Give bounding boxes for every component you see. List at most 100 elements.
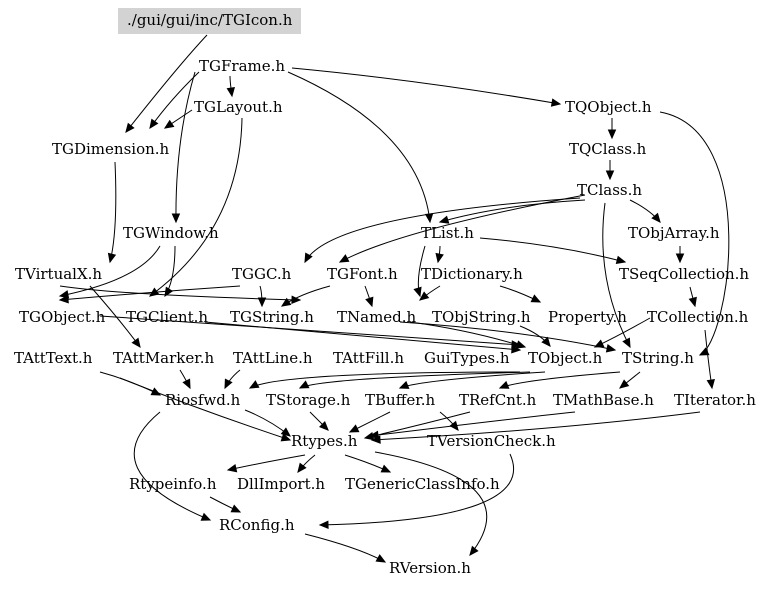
arrowhead-riosfwd-rconfig (200, 512, 212, 521)
node-tgclient[interactable]: TGClient.h (126, 308, 209, 326)
node-tstorage[interactable]: TStorage.h (266, 391, 351, 409)
node-tqclass[interactable]: TQClass.h (569, 140, 647, 158)
arrowhead-tglayout-tgdimension (163, 119, 175, 129)
arrowhead-tstring-trefcnt (498, 380, 510, 389)
node-tgdimension[interactable]: TGDimension.h (52, 140, 170, 158)
node-tbuffer[interactable]: TBuffer.h (365, 391, 436, 409)
node-tgenericclassinfo[interactable]: TGenericClassInfo.h (345, 475, 500, 493)
arrowhead-tattmarker-riosfwd (182, 378, 191, 390)
arrowhead-tgframe-tqobject (550, 98, 562, 107)
node-riosfwd[interactable]: Riosfwd.h (165, 391, 241, 409)
node-tattfill[interactable]: TAttFill.h (333, 349, 405, 367)
arrowhead-tclass-tgfont (338, 254, 350, 263)
node-tobject[interactable]: TObject.h (528, 349, 603, 367)
arrowhead-tgframe-tglayout (226, 86, 235, 98)
edge-tatttext-rtypes (119, 377, 291, 441)
node-tqobject[interactable]: TQObject.h (565, 98, 652, 116)
node-tlist[interactable]: TList.h (421, 224, 474, 242)
edge-tgicon-tgframe (125, 34, 208, 133)
arrowhead-tgframe-tgwindow (171, 213, 181, 224)
edge-tnamed-tstring (399, 321, 616, 351)
arrowhead-rtypes-rversion (469, 545, 479, 556)
arrowhead-tqobject-tqclass (607, 129, 617, 140)
edge-tobject-tbuffer (399, 371, 546, 389)
node-tnamed[interactable]: TNamed.h (337, 308, 417, 326)
edge-tgobject-tobject (99, 315, 521, 346)
edge-tggc-tgobject (59, 285, 241, 301)
arrowhead-tggc-tgstring (257, 297, 267, 308)
edge-tobject-tstorage (299, 371, 531, 389)
node-tgobject[interactable]: TGObject.h (19, 308, 106, 326)
node-rconfig[interactable]: RConfig.h (219, 516, 295, 534)
node-tatttext[interactable]: TAttText.h (14, 349, 93, 367)
edge-tclass-tstring (602, 202, 631, 348)
node-tstring[interactable]: TString.h (622, 349, 694, 367)
edge-tgframe-tlist (287, 71, 431, 223)
arrowhead-tstorage-rtypes (319, 421, 329, 431)
node-titerator[interactable]: TIterator.h (674, 391, 756, 409)
edge-titerator-rtypes (371, 411, 701, 441)
edge-tvirtualx-tgobject (59, 285, 301, 301)
node-tgfont[interactable]: TGFont.h (327, 265, 398, 283)
arrowhead-tatttext-rtypes (280, 433, 292, 442)
edge-tclass-tgfont (339, 194, 586, 263)
edge-rconfig-rversion (304, 533, 386, 563)
arrowhead-tobject-tstorage (298, 380, 310, 389)
arrowhead-tobjarray-tseqcollection (675, 253, 685, 264)
arrowhead-tseqcollection-tcollection (688, 296, 697, 308)
node-tglayout[interactable]: TGLayout.h (194, 98, 283, 116)
node-tseqcollection[interactable]: TSeqCollection.h (619, 265, 750, 283)
node-property[interactable]: Property.h (548, 308, 627, 326)
node-dllimport[interactable]: DllImport.h (237, 475, 326, 493)
node-tgframe[interactable]: TGFrame.h (199, 57, 286, 75)
edge-rtypes-rtypeinfo (227, 454, 306, 471)
edge-tclass-tlist (439, 199, 586, 223)
edge-tstring-trefcnt (499, 371, 621, 389)
arrowhead-tclass-tobjarray (651, 212, 661, 223)
arrowhead-tclass-tlist (438, 215, 450, 224)
edge-tqobject-tstring (659, 111, 730, 356)
arrowhead-tggc-tgobject (58, 294, 69, 304)
node-tversioncheck[interactable]: TVersionCheck.h (427, 432, 556, 450)
arrowhead-tlist-tseqcollection (615, 255, 627, 265)
arrowhead-rtypes-dllimport (297, 462, 307, 473)
node-tmathbase[interactable]: TMathBase.h (553, 391, 654, 409)
edge-tlist-tseqcollection (479, 237, 626, 263)
node-tgstring[interactable]: TGString.h (230, 308, 314, 326)
node-tvirtualx[interactable]: TVirtualX.h (15, 265, 103, 283)
arrowhead-tdictionary-property (530, 294, 542, 303)
node-tattmarker[interactable]: TAttMarker.h (113, 349, 215, 367)
node-guitypes[interactable]: GuiTypes.h (424, 349, 510, 367)
node-tgicon[interactable]: ./gui/gui/inc/TGIcon.h (118, 8, 302, 34)
arrowhead-tversioncheck-rconfig (318, 520, 329, 530)
node-tobjarray[interactable]: TObjArray.h (628, 224, 720, 242)
node-tggc[interactable]: TGGC.h (232, 265, 292, 283)
node-trefcnt[interactable]: TRefCnt.h (459, 391, 537, 409)
arrowhead-tdimension-tvirtualx (107, 252, 117, 264)
arrowhead-tgfont-tnamed (365, 296, 374, 308)
node-tclass[interactable]: TClass.h (577, 181, 643, 199)
arrowhead-tdictionary-tobjstring (419, 291, 430, 301)
edge-tgclient-tobject (204, 321, 521, 351)
node-tdictionary[interactable]: TDictionary.h (421, 265, 523, 283)
edge-tgframe-tqobject (291, 67, 561, 105)
arrowhead-tstring-tmathbase (619, 379, 630, 389)
arrowhead-tcollection-titerator (706, 378, 715, 390)
arrowhead-titerator-rtypes (370, 435, 381, 444)
edge-tcollection-titerator (704, 329, 713, 389)
arrowhead-riosfwd-rtypes (280, 427, 291, 437)
arrowhead-rtypes-rtypeinfo (226, 464, 238, 473)
node-tattline[interactable]: TAttLine.h (233, 349, 313, 367)
node-tgwindow[interactable]: TGWindow.h (123, 224, 219, 242)
arrowhead-tlist-tobjstring (413, 286, 422, 298)
arrowhead-tattline-riosfwd (224, 378, 233, 390)
arrowhead-tbuffer-rtypes (348, 424, 360, 433)
node-tcollection[interactable]: TCollection.h (647, 308, 749, 326)
arrowhead-tgicon-tgframe (125, 122, 135, 133)
edge-riosfwd-rconfig (133, 411, 211, 521)
node-rtypes[interactable]: Rtypes.h (291, 432, 358, 450)
node-tobjstring[interactable]: TObjString.h (432, 308, 531, 326)
node-rversion[interactable]: RVersion.h (389, 559, 471, 577)
node-rtypeinfo[interactable]: Rtypeinfo.h (129, 475, 217, 493)
